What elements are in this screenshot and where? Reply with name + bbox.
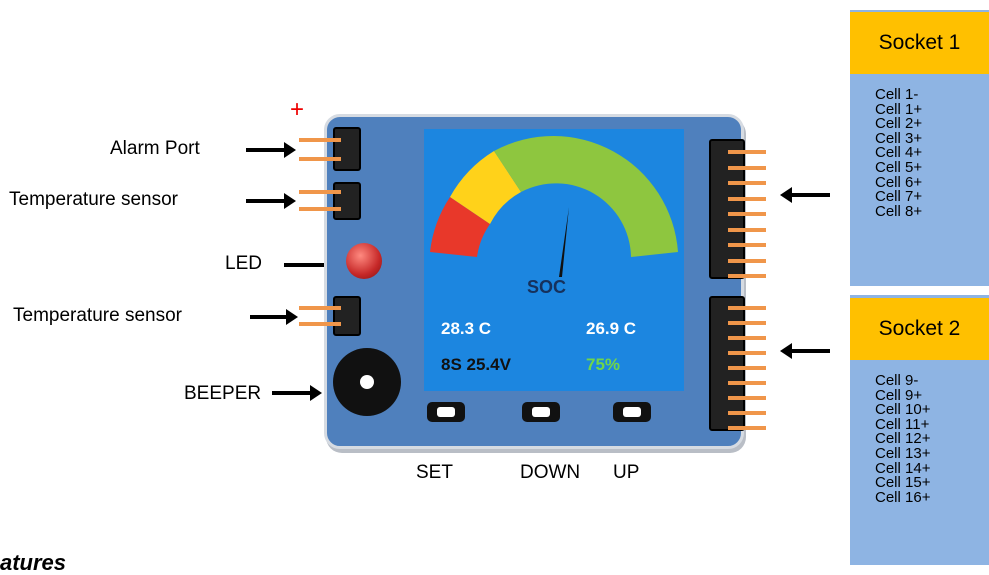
- cell-label: Cell 14+: [875, 459, 931, 477]
- features-heading-partial: atures: [0, 550, 67, 575]
- cell-label: Cell 2+: [875, 115, 923, 133]
- socket-pin: [728, 396, 766, 400]
- socket-2-connector: [709, 296, 745, 431]
- temperature-sensor-pin: [299, 207, 341, 211]
- led-label: LED: [225, 253, 262, 274]
- socket-pin: [728, 150, 766, 154]
- cell-label: Cell 6+: [875, 173, 923, 191]
- led-indicator: [346, 243, 382, 279]
- gauge-yellow-segment: [450, 151, 521, 224]
- socket-pin: [728, 426, 766, 430]
- socket-pin: [728, 165, 766, 170]
- temperature-sensor-pin: [299, 190, 341, 194]
- cell-label: Cell 15+: [875, 474, 931, 492]
- temperature-sensor-label-2: Temperature sensor: [13, 305, 182, 326]
- temperature-sensor-connector-2: [333, 296, 361, 336]
- socket-1-arrow: [780, 187, 830, 203]
- socket-2-arrow: [780, 343, 830, 359]
- cell-label: Cell 8+: [875, 202, 923, 220]
- alarm-port-arrow: [246, 142, 296, 158]
- cell-label: Cell 10+: [875, 401, 931, 419]
- socket-pin: [728, 258, 766, 263]
- alarm-port-connector: [333, 127, 361, 171]
- beeper-speaker: [333, 348, 401, 416]
- up-button[interactable]: [613, 402, 651, 422]
- temperature-sensor-label-1: Temperature sensor: [9, 189, 178, 210]
- socket-pin: [728, 274, 766, 278]
- socket-pin: [728, 196, 766, 201]
- soc-gauge: [430, 136, 678, 277]
- cell-label: Cell 11+: [875, 415, 930, 433]
- temperature-sensor-pin: [299, 322, 341, 326]
- socket-pin: [728, 381, 766, 385]
- up-label: UP: [613, 462, 640, 483]
- cell-label: Cell 9-: [875, 372, 919, 389]
- led-arrow: [284, 257, 338, 273]
- temperature-sensor-arrow-2: [250, 309, 298, 325]
- socket-pin: [728, 181, 766, 185]
- cell-label: Cell 1-: [875, 86, 919, 103]
- socket-pin: [728, 243, 766, 247]
- gauge-red-segment: [430, 197, 490, 257]
- socket-pin: [728, 366, 766, 370]
- socket-pin: [728, 336, 766, 340]
- socket-pin: [728, 321, 766, 325]
- alarm-port-pin: [299, 157, 341, 161]
- cell-label: Cell 1+: [875, 100, 923, 118]
- gauge-needle: [559, 207, 569, 277]
- socket-pin: [728, 351, 766, 355]
- cell-label: Cell 7+: [875, 188, 923, 206]
- temperature-sensor-arrow-1: [246, 193, 296, 209]
- cell-label: Cell 16+: [875, 488, 931, 506]
- temperature-left-value: 28.3 C: [441, 319, 492, 338]
- down-button[interactable]: [522, 402, 560, 422]
- alarm-port-label: Alarm Port: [110, 138, 200, 159]
- plus-sign: +: [290, 96, 305, 123]
- socket-1-title: Socket 1: [850, 12, 989, 74]
- beeper-center: [360, 375, 374, 389]
- cell-label: Cell 9+: [875, 386, 923, 404]
- beeper-arrow: [272, 385, 322, 401]
- cell-label: Cell 3+: [875, 129, 923, 147]
- socket-pin: [728, 212, 766, 216]
- down-label: DOWN: [520, 462, 581, 483]
- gauge-green-segment: [494, 136, 678, 257]
- socket-pin: [728, 411, 766, 415]
- socket-1-connector: [709, 139, 745, 279]
- cell-label: Cell 12+: [875, 430, 931, 448]
- cell-label: Cell 4+: [875, 144, 923, 162]
- cell-label: Cell 13+: [875, 444, 931, 462]
- socket-1-cell-list: Cell 1-Cell 1+Cell 2+Cell 3+Cell 4+Cell …: [875, 86, 923, 220]
- temperature-sensor-connector-1: [333, 182, 361, 220]
- set-label: SET: [416, 462, 453, 483]
- pack-voltage-value: 8S 25.4V: [441, 355, 511, 374]
- socket-pin: [728, 227, 766, 232]
- socket-2-title: Socket 2: [850, 298, 989, 360]
- set-button[interactable]: [427, 402, 465, 422]
- alarm-port-pin: [299, 138, 341, 142]
- cell-label: Cell 5+: [875, 158, 923, 176]
- temperature-sensor-pin: [299, 306, 341, 310]
- beeper-label: BEEPER: [184, 383, 262, 404]
- socket-2-cell-list: Cell 9-Cell 9+Cell 10+Cell 11+Cell 12+Ce…: [875, 372, 931, 506]
- temperature-right-value: 26.9 C: [586, 319, 637, 338]
- socket-pin: [728, 306, 766, 310]
- soc-label: SOC: [527, 277, 567, 297]
- soc-percent-value: 75%: [586, 355, 621, 374]
